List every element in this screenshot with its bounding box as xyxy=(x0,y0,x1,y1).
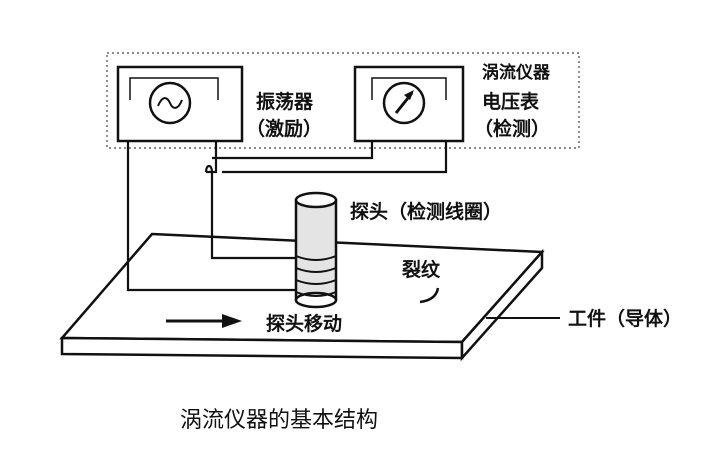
oscillator-wire xyxy=(126,141,298,292)
crack-mark xyxy=(419,287,440,304)
instrument-enclosure xyxy=(106,52,580,149)
sine-wave-icon xyxy=(148,81,192,125)
voltmeter-sublabel: （检测） xyxy=(474,117,550,140)
gauge-needle-icon xyxy=(382,81,426,125)
workpiece-plate xyxy=(59,232,545,362)
probe-cylinder xyxy=(294,191,338,309)
workpiece-label: 工件（导体） xyxy=(568,307,682,330)
right-arrow-icon xyxy=(166,314,242,328)
probe-motion-label: 探头移动 xyxy=(266,312,342,335)
oscillator-label: 振荡器 xyxy=(256,90,314,113)
oscillator-return-wire xyxy=(204,141,298,260)
voltmeter-label: 电压表 xyxy=(482,90,540,113)
voltmeter-wire xyxy=(212,141,374,160)
oscillator-sublabel: （激励） xyxy=(246,117,322,140)
voltmeter-return-wire xyxy=(222,141,448,174)
instrument-label: 涡流仪器 xyxy=(482,62,551,83)
diagram-caption: 涡流仪器的基本结构 xyxy=(180,408,378,433)
crack-label: 裂纹 xyxy=(402,258,441,281)
probe-label: 探头（检测线圈） xyxy=(350,200,502,223)
